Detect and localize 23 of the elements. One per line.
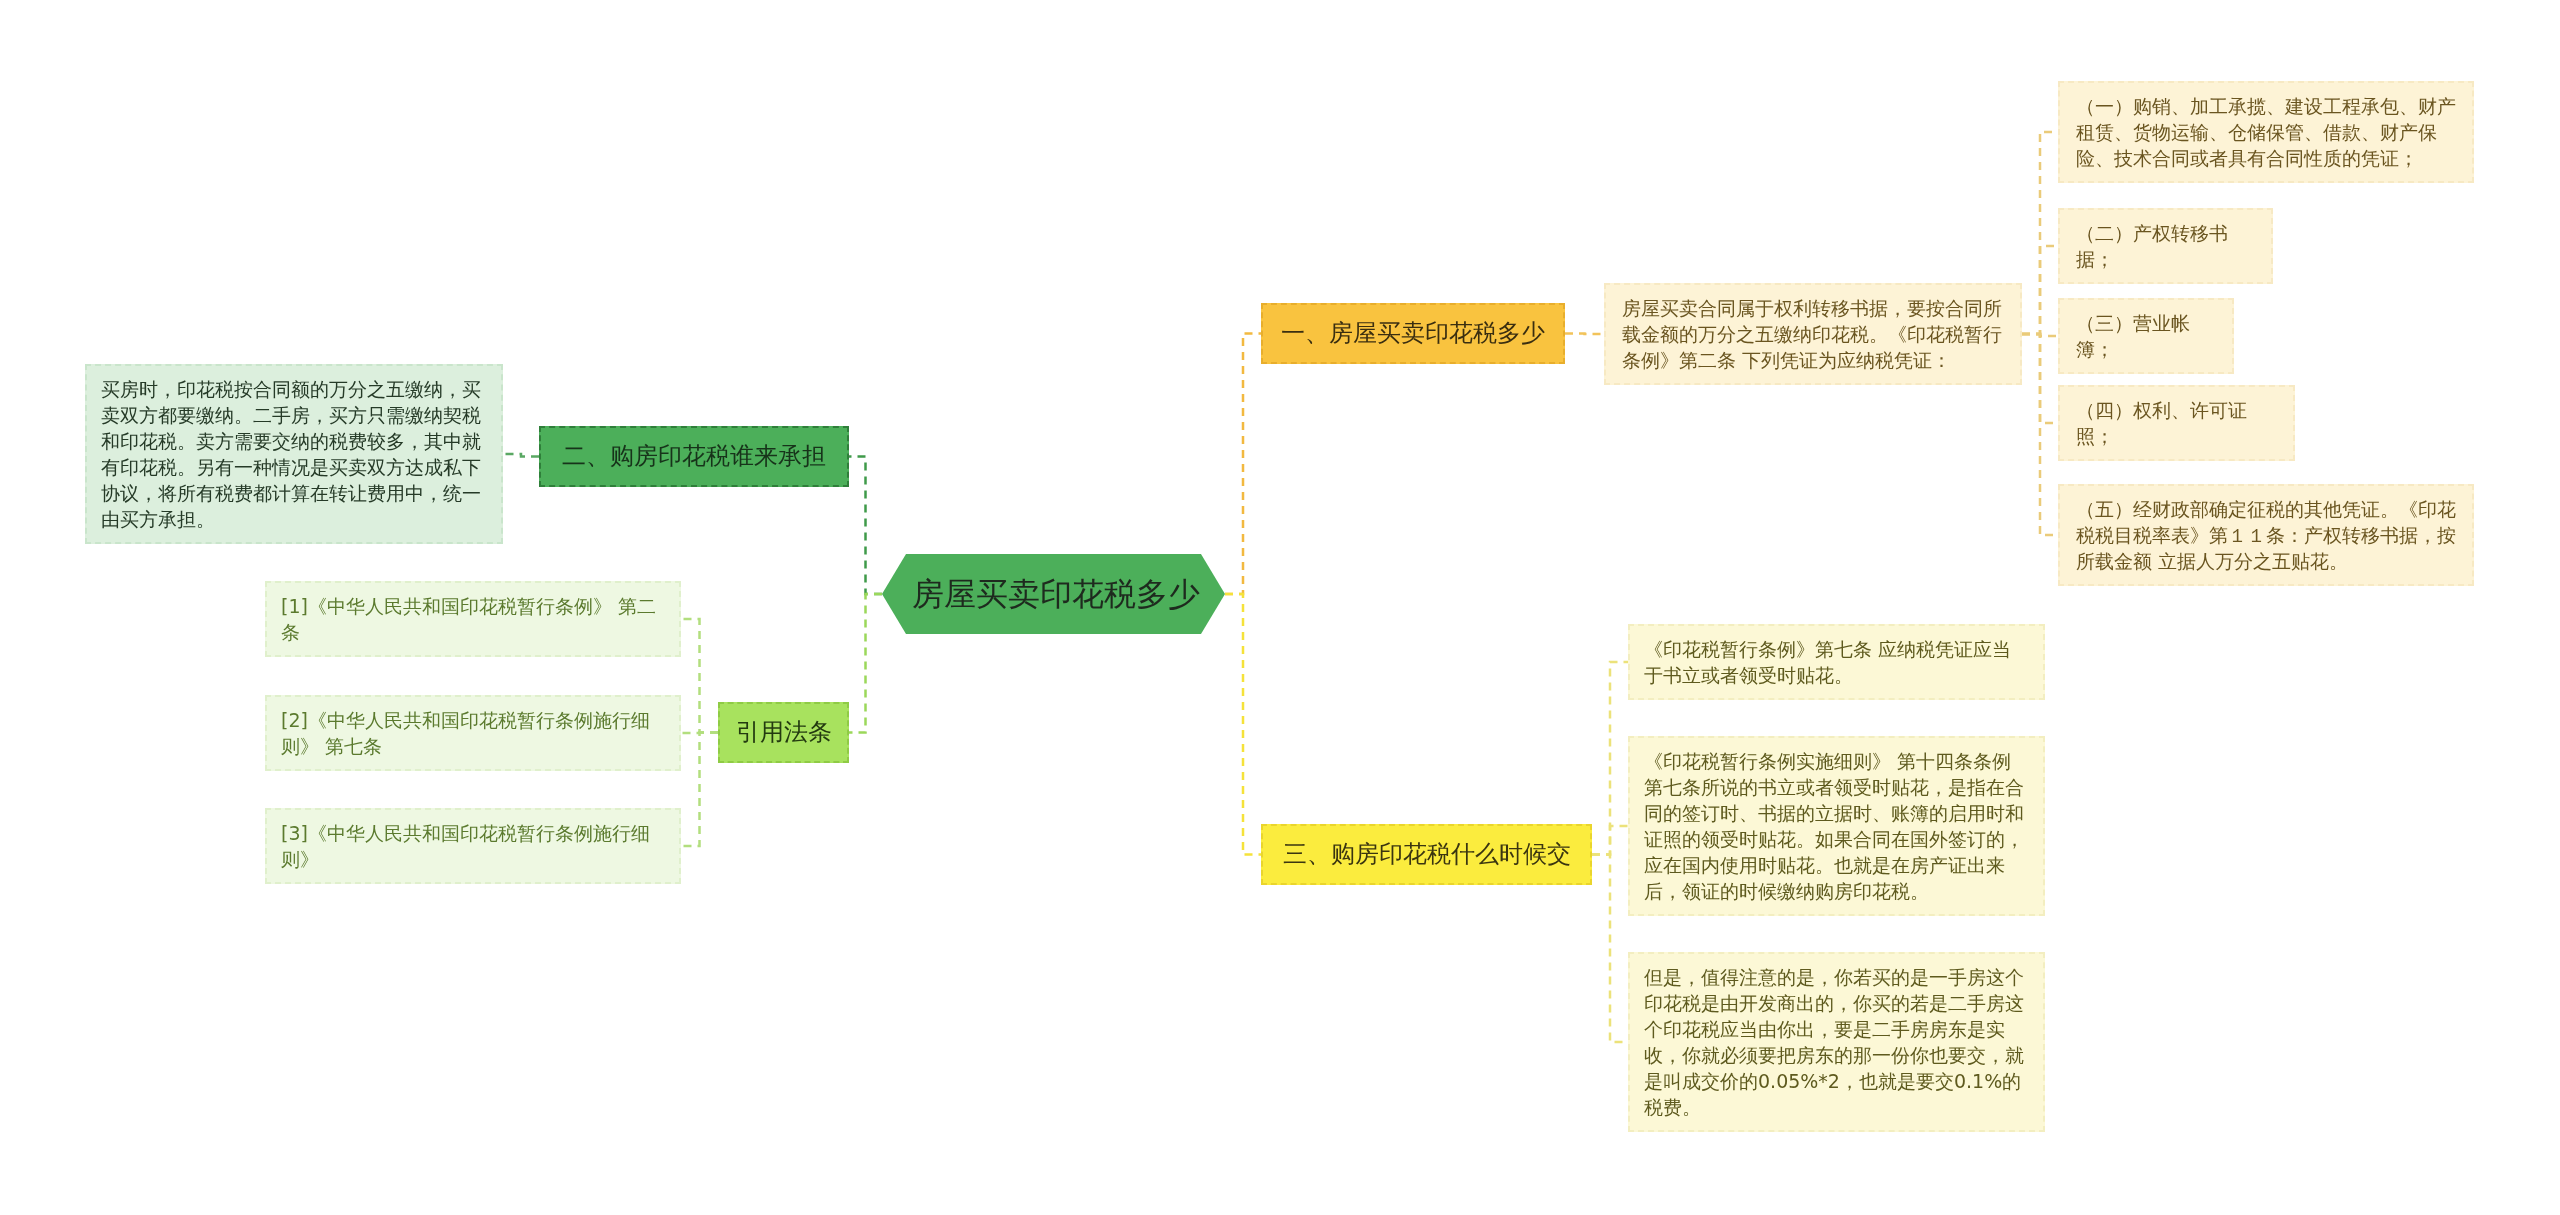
note-box: （二）产权转移书据； xyxy=(2058,208,2273,284)
note-box: 房屋买卖合同属于权利转移书据，要按合同所载金额的万分之五缴纳印花税。《印花税暂行条例》第二条 下列凭证为应纳税凭证： xyxy=(1604,283,2022,385)
note-box: （五）经财政部确定征税的其他凭证。《印花税税目税率表》第１１条：产权转移书据，按所载金额 立据人万分之五贴花。 xyxy=(2058,484,2474,586)
note-box: （四）权利、许可证照； xyxy=(2058,385,2295,461)
note-box: 但是，值得注意的是，你若买的是一手房这个印花税是由开发商出的，你买的若是二手房这个印花税应当由你出，要是二手房房东是实收，你就必须要把房东的那一份你也要交，就是叫成交价的0.05%*2，也就是要交0.1%的税费。 xyxy=(1628,952,2045,1132)
connector-line xyxy=(849,592,882,734)
note-box: 《印花税暂行条例实施细则》 第十四条条例第七条所说的书立或者领受时贴花，是指在合同的签订时、书据的立据时、账簿的启用时和证照的领受时贴花。如果合同在国外签订的，应在国内使用时贴花。也就是在房产证出来后，领证的时候缴纳购房印花税。 xyxy=(1628,736,2045,916)
central-topic: 房屋买卖印花税多少 xyxy=(882,554,1225,634)
connector-line xyxy=(681,731,718,848)
reference-box: [1]《中华人民共和国印花税暂行条例》 第二条 xyxy=(265,581,681,657)
note-box: 《印花税暂行条例》第七条 应纳税凭证应当于书立或者领受时贴花。 xyxy=(1628,624,2045,700)
topic-box: 三、购房印花税什么时候交 xyxy=(1261,824,1592,885)
connector-line xyxy=(503,452,539,458)
topic-box: 二、购房印花税谁来承担 xyxy=(539,426,849,487)
topic-box: 一、房屋买卖印花税多少 xyxy=(1261,303,1565,364)
note-box: （一）购销、加工承揽、建设工程承包、财产租赁、货物运输、仓储保管、借款、财产保险、技术合同或者具有合同性质的凭证； xyxy=(2058,81,2474,183)
note-box: 买房时，印花税按合同额的万分之五缴纳，买卖双方都要缴纳。二手房，买方只需缴纳契税和印花税。卖方需要交纳的税费较多，其中就有印花税。另有一种情况是买卖双方达成私下协议，将所有税费都计算在转让费用中，统一由买方承担。 xyxy=(85,364,503,544)
topic-box: 引用法条 xyxy=(718,702,849,763)
connector-line xyxy=(1565,332,1604,336)
note-box: （三）营业帐簿； xyxy=(2058,298,2234,374)
reference-box: [3]《中华人民共和国印花税暂行条例施行细则》 xyxy=(265,808,681,884)
connector-line xyxy=(1225,592,1261,856)
reference-box: [2]《中华人民共和国印花税暂行条例施行细则》 第七条 xyxy=(265,695,681,771)
